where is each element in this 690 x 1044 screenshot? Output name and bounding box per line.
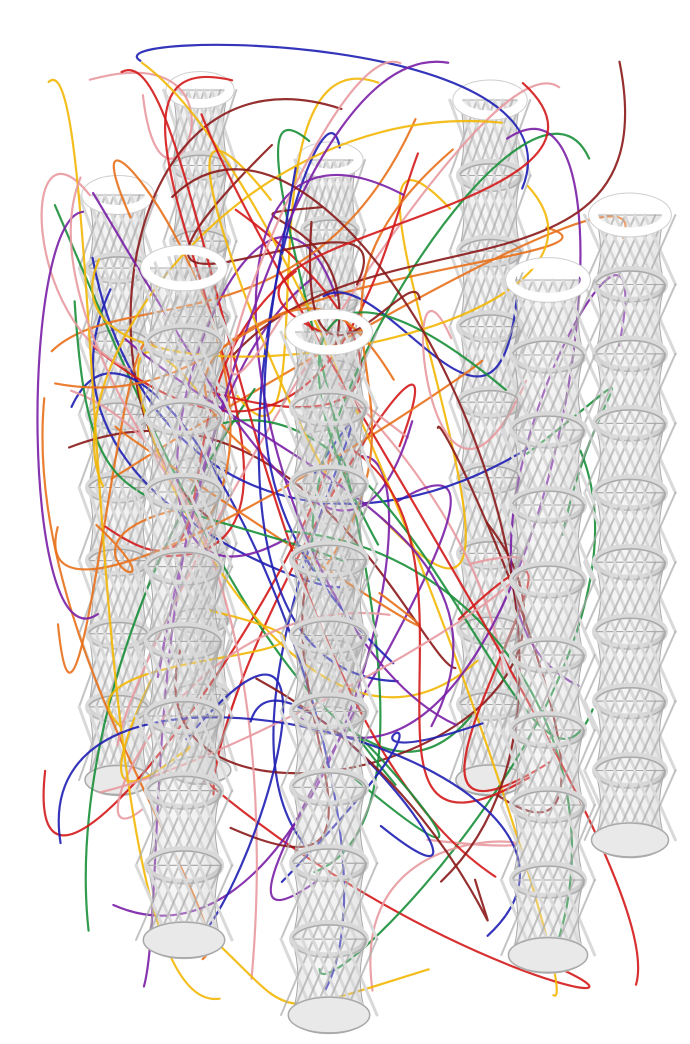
colored-curve [309,220,421,337]
colored-curve [380,179,467,570]
tower-top-ring [589,193,671,237]
colored-curve [135,43,529,190]
colored-curve [88,71,193,160]
tower-top-ring [506,258,590,302]
colored-curve [369,838,519,992]
colored-curve [120,69,497,878]
colored-curve [54,359,484,571]
colored-curve [92,191,414,512]
colored-curve [185,673,285,953]
colored-curve [200,113,640,986]
colored-curve [421,309,528,450]
lattice-tower [583,192,677,859]
colored-curve [69,389,258,980]
colored-curve [95,504,196,574]
tower-top-ring [141,245,227,291]
front-towers [134,192,677,1035]
lattice-tower [134,244,234,960]
tower-top-ring [297,142,363,178]
colored-curve [171,168,521,883]
colored-curve [73,300,345,562]
colored-curve [112,159,232,521]
colored-curve [277,81,550,336]
colored-curve [254,174,457,726]
colored-curve [349,447,531,804]
tower-top-ring [453,80,527,120]
tower-top-ring [286,309,372,355]
lattice-tower [77,174,159,797]
colored-curve [91,256,531,505]
lattice-tower [499,257,597,974]
lattice-tower [279,308,379,1035]
colored-curve [36,210,99,620]
colored-curve [229,60,402,376]
colored-curve [249,699,435,857]
colored-curve [206,933,430,1005]
colored-curve [186,143,365,286]
colored-curve [53,307,395,389]
